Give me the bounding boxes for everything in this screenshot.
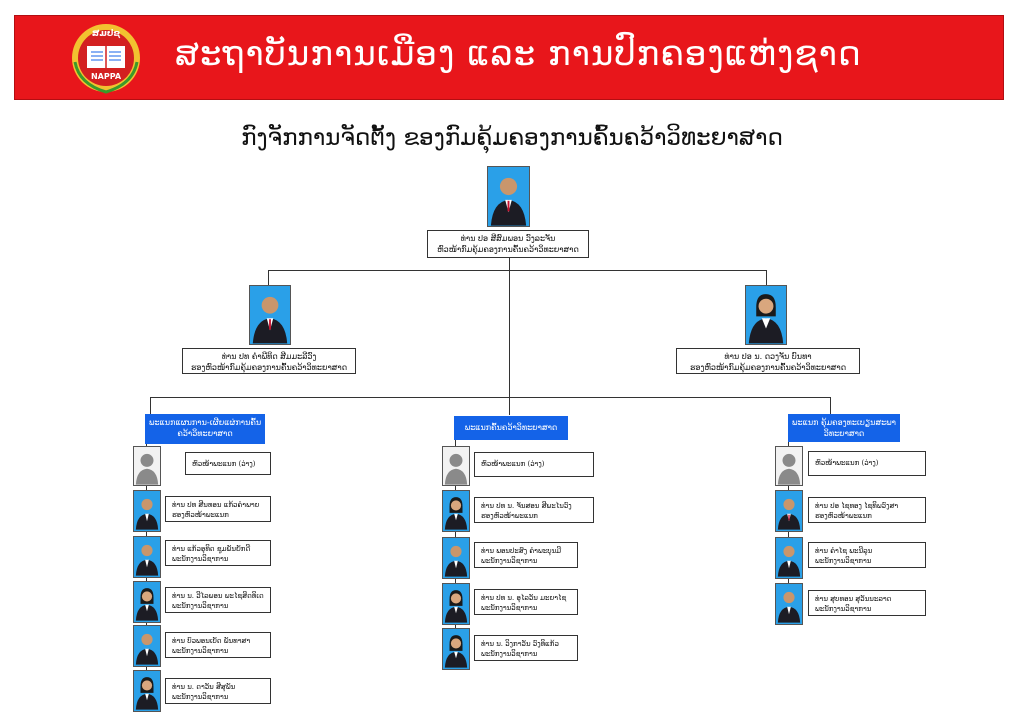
member-box: ທ່ານ ຄຳໄຊ ພະນີລຸນ ພະນັກງານວິຊາການ	[808, 542, 926, 568]
logo-text-bottom: NAPPA	[90, 72, 122, 81]
member-role: ຮອງຫົວໜ້າພະແນກ	[815, 512, 872, 520]
member-box: ທ່ານ ປອ ໄຊທອງ ໄຊທິພວົງສາ ຮອງຫົວໜ້າພະແນກ	[808, 497, 926, 523]
member-box: ທ່ານ ນ. ວີໄລພອນ ພະໄຊສິດທິເດດ ພະນັກງານວິຊ…	[165, 587, 271, 613]
member-name: ທ່ານ ນ. ວີໄລພອນ ພະໄຊສິດທິເດດ	[172, 592, 264, 600]
member-box: ຫົວໜ້າພະແນກ (ວ່າງ)	[185, 452, 271, 475]
member-box: ທ່ານ ນ. ດາວັນ ສີສຸພັນ ພະນັກງານວິຊາການ	[165, 678, 271, 704]
member-name: ຫົວໜ້າພະແນກ (ວ່າງ)	[481, 460, 545, 468]
member-role: ພະນັກງານວິຊາການ	[481, 650, 538, 658]
member-role: ພະນັກງານວິຊາການ	[172, 555, 229, 563]
member-photo	[133, 536, 161, 578]
department-label: ພະແນກແຜນການ-ເຜີຍແຜ່ການຄົ້ນ	[149, 418, 262, 427]
member-photo	[775, 537, 803, 579]
director-name: ທ່ານ ປອ ສີສົມພອນ ວົງລະຈັນ	[460, 234, 556, 243]
department-label: ພະແນກຄົ້ນຄວ້າວິທະຍາສາດ	[464, 423, 558, 432]
connector	[268, 270, 766, 271]
connector	[150, 397, 151, 415]
member-role: ພະນັກງານວິຊາການ	[481, 557, 538, 565]
department-header: ພະແນກແຜນການ-ເຜີຍແຜ່ການຄົ້ນ ຄວ້າວິທະຍາສາດ	[145, 414, 265, 444]
director-title: ຫົວໜ້າກົມຄຸ້ມຄອງການຄົ້ນຄວ້າວິທະຍາສາດ	[437, 245, 579, 254]
vacant-photo	[133, 446, 161, 486]
deputy-title: ຮອງຫົວໜ້າກົມຄຸ້ມຄອງການຄົ້ນຄວ້າວິທະຍາສາດ	[689, 363, 847, 372]
member-photo	[133, 581, 161, 623]
header-banner: ສມປຊ NAPPA ສະຖາບັນການເມືອງ ແລະ ການປົກຄອງ…	[14, 15, 1004, 100]
deputy-title: ຮອງຫົວໜ້າກົມຄຸ້ມຄອງການຄົ້ນຄວ້າວິທະຍາສາດ	[190, 363, 348, 372]
member-box: ທ່ານ ປທ ສີນທອນ ແກ້ວຄຳພາຍ ຮອງຫົວໜ້າພະແນກ	[165, 496, 271, 522]
member-name: ຫົວໜ້າພະແນກ (ວ່າງ)	[192, 460, 256, 468]
member-photo	[775, 490, 803, 532]
member-photo	[442, 537, 470, 579]
connector	[830, 397, 831, 415]
vacant-photo	[442, 446, 470, 486]
member-box: ຫົວໜ້າພະແນກ (ວ່າງ)	[808, 451, 926, 476]
nappa-logo: ສມປຊ NAPPA	[67, 22, 145, 94]
member-box: ທ່ານ ປທ ນ. ຈັນສອນ ສີພະໄນວົງ ຮອງຫົວໜ້າພະແ…	[474, 497, 594, 523]
member-role: ພະນັກງານວິຊາການ	[172, 602, 229, 610]
member-photo	[442, 490, 470, 532]
department-header: ພະແນກ ຄຸ້ມຄອງທະເບຽນສະພາ ວິທະຍາສາດ	[788, 414, 900, 442]
member-role: ພະນັກງານວິຊາການ	[481, 604, 538, 612]
member-photo	[442, 628, 470, 670]
deputy-namebox: ທ່ານ ປທ ຄຳພີທິດ ສີມມະລີວົງ ຮອງຫົວໜ້າກົມຄ…	[182, 348, 356, 374]
director-photo	[487, 166, 530, 227]
member-name: ທ່ານ ນ. ດາວັນ ສີສຸພັນ	[172, 683, 236, 691]
deputy-name: ທ່ານ ປທ ຄຳພີທິດ ສີມມະລີວົງ	[221, 352, 317, 361]
connector	[766, 270, 767, 285]
institution-title: ສະຖາບັນການເມືອງ ແລະ ການປົກຄອງແຫ່ງຊາດ	[175, 34, 862, 74]
member-photo	[133, 670, 161, 712]
deputy-name: ທ່ານ ປອ ນ. ດວງຈັນ ບົນທາ	[724, 352, 812, 361]
member-name: ທ່ານ ແກ້ວອຸທິດ ຊຸມພັນຍັກດີ	[172, 545, 251, 553]
department-label: ພະແນກ ຄຸ້ມຄອງທະເບຽນສະພາ	[792, 418, 896, 427]
connector	[268, 270, 269, 285]
member-name: ທ່ານ ປອ ໄຊທອງ ໄຊທິພວົງສາ	[815, 502, 899, 510]
member-box: ທ່ານ ບົວພອນເບັດ ພັນທາສາ ພະນັກງານວິຊາການ	[165, 632, 271, 658]
chart-title: ກົງຈັກການຈັດຕັ້ງ ຂອງກົມຄຸ້ມຄອງການຄົ້ນຄວ້…	[241, 125, 783, 151]
member-photo	[133, 490, 161, 532]
member-name: ທ່ານ ສຸບທອນ ສຸວັນນະລາດ	[815, 595, 892, 603]
member-box: ທ່ານ ພອນປະສົງ ຄຳພະບຸນມີ ພະນັກງານວິຊາການ	[474, 542, 578, 568]
member-name: ທ່ານ ປທ ນ. ອຸໄລວັນ ມະຍາໄຊ	[481, 594, 567, 602]
member-photo	[442, 583, 470, 625]
logo-text-top: ສມປຊ	[91, 29, 121, 39]
member-role: ພະນັກງານວິຊາການ	[172, 693, 229, 701]
member-name: ຫົວໜ້າພະແນກ (ວ່າງ)	[815, 459, 879, 467]
department-header: ພະແນກຄົ້ນຄວ້າວິທະຍາສາດ	[454, 416, 568, 440]
vacant-photo	[775, 446, 803, 486]
department-label: ວິທະຍາສາດ	[823, 429, 865, 438]
deputy-photo	[249, 285, 291, 345]
member-name: ທ່ານ ນ. ວິງກາວັນ ວົງທິແກ້ວ	[481, 640, 559, 648]
member-box: ທ່ານ ສຸບທອນ ສຸວັນນະລາດ ພະນັກງານວິຊາການ	[808, 590, 926, 616]
member-role: ພະນັກງານວິຊາການ	[815, 605, 872, 613]
member-name: ທ່ານ ປທ ສີນທອນ ແກ້ວຄຳພາຍ	[172, 501, 260, 509]
connector	[509, 257, 510, 397]
department-label: ຄວ້າວິທະຍາສາດ	[177, 429, 233, 438]
member-role: ຮອງຫົວໜ້າພະແນກ	[481, 512, 538, 520]
member-role: ຮອງຫົວໜ້າພະແນກ	[172, 511, 229, 519]
connector	[150, 397, 830, 398]
member-photo	[775, 583, 803, 625]
member-role: ພະນັກງານວິຊາການ	[172, 647, 229, 655]
connector	[509, 397, 510, 415]
deputy-photo	[745, 285, 787, 345]
director-namebox: ທ່ານ ປອ ສີສົມພອນ ວົງລະຈັນ ຫົວໜ້າກົມຄຸ້ມຄ…	[427, 230, 589, 258]
member-box: ທ່ານ ປທ ນ. ອຸໄລວັນ ມະຍາໄຊ ພະນັກງານວິຊາກາ…	[474, 589, 578, 615]
member-box: ທ່ານ ນ. ວິງກາວັນ ວົງທິແກ້ວ ພະນັກງານວິຊາກ…	[474, 635, 578, 661]
member-name: ທ່ານ ຄຳໄຊ ພະນີລຸນ	[815, 547, 873, 555]
member-role: ພະນັກງານວິຊາການ	[815, 557, 872, 565]
member-box: ທ່ານ ແກ້ວອຸທິດ ຊຸມພັນຍັກດີ ພະນັກງານວິຊາກ…	[165, 540, 271, 566]
member-name: ທ່ານ ບົວພອນເບັດ ພັນທາສາ	[172, 637, 251, 645]
member-name: ທ່ານ ພອນປະສົງ ຄຳພະບຸນມີ	[481, 547, 562, 555]
deputy-namebox: ທ່ານ ປອ ນ. ດວງຈັນ ບົນທາ ຮອງຫົວໜ້າກົມຄຸ້ມ…	[676, 348, 860, 374]
member-box: ຫົວໜ້າພະແນກ (ວ່າງ)	[474, 452, 594, 477]
member-photo	[133, 625, 161, 667]
member-name: ທ່ານ ປທ ນ. ຈັນສອນ ສີພະໄນວົງ	[481, 502, 572, 510]
